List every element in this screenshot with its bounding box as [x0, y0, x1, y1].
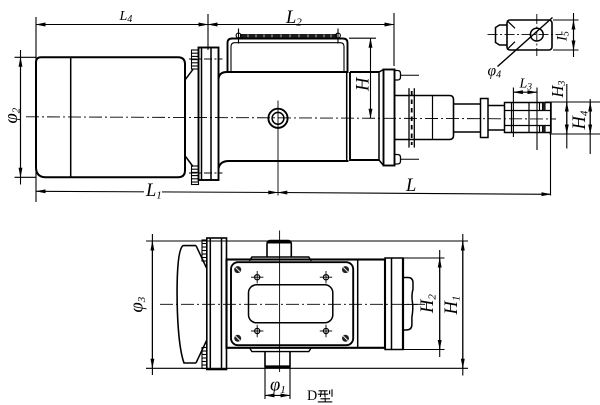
- svg-text:D: D: [307, 388, 317, 404]
- svg-text:L4: L4: [119, 9, 133, 25]
- svg-text:L2: L2: [285, 8, 302, 29]
- svg-text:φ3: φ3: [128, 296, 149, 312]
- svg-text:H4: H4: [570, 110, 591, 130]
- svg-text:H: H: [354, 76, 374, 92]
- svg-text:φ1: φ1: [270, 376, 286, 397]
- svg-text:I5: I5: [555, 31, 572, 42]
- svg-text:H1: H1: [442, 296, 463, 316]
- svg-text:H2: H2: [418, 294, 439, 314]
- svg-text:L: L: [405, 176, 416, 196]
- svg-text:L3: L3: [519, 77, 533, 93]
- svg-text:φ2: φ2: [2, 107, 23, 123]
- svg-text:H3: H3: [548, 81, 568, 99]
